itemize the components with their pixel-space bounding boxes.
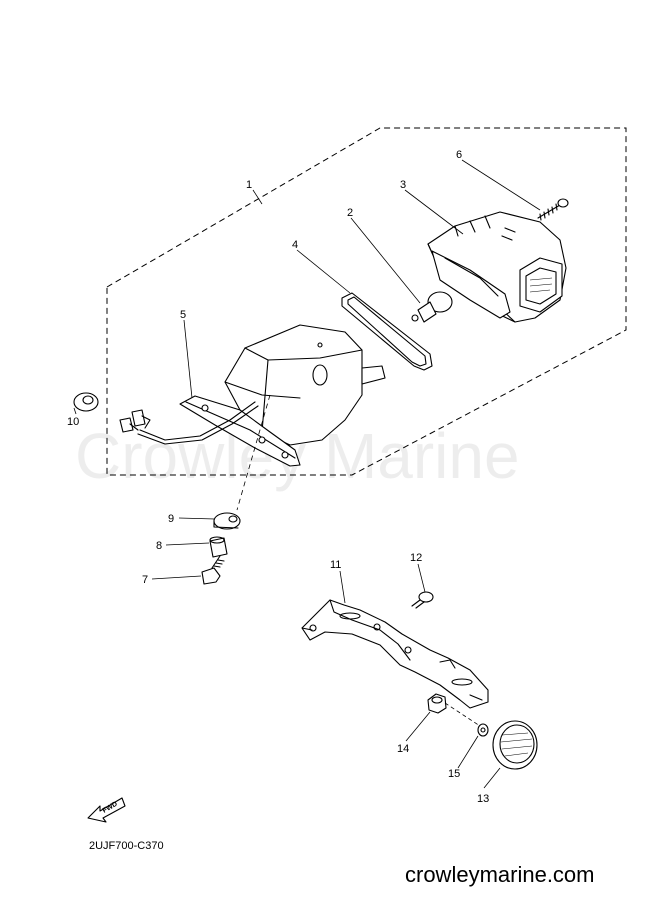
callout-15: 15 xyxy=(448,768,460,780)
callout-labels: 1 2 3 4 5 6 7 8 9 10 11 12 13 14 15 xyxy=(67,149,489,805)
drawing-code: 2UJF700-C370 xyxy=(89,840,164,852)
callout-12: 12 xyxy=(410,552,422,564)
washer-icon[interactable] xyxy=(477,723,489,737)
callout-5: 5 xyxy=(180,309,186,321)
bulb-icon[interactable] xyxy=(411,291,453,323)
collar-icon[interactable] xyxy=(209,536,228,558)
bolt-icon[interactable] xyxy=(411,591,434,609)
callout-10: 10 xyxy=(67,416,79,428)
fwd-arrow-icon: FWD xyxy=(87,797,126,823)
callout-6: 6 xyxy=(456,149,462,161)
assembly-boundary-outline xyxy=(106,127,627,476)
callout-4: 4 xyxy=(292,239,298,251)
callout-13: 13 xyxy=(477,793,489,805)
grommet-icon[interactable] xyxy=(213,512,241,530)
callout-8: 8 xyxy=(156,540,162,552)
nut-icon[interactable] xyxy=(427,693,447,714)
gasket-icon[interactable] xyxy=(341,292,433,371)
reflector-icon[interactable] xyxy=(492,720,538,770)
callout-9: 9 xyxy=(168,513,174,525)
bracket-icon[interactable] xyxy=(301,599,489,709)
callout-1: 1 xyxy=(246,179,252,191)
lamp-housing-icon[interactable] xyxy=(119,324,386,511)
callout-3: 3 xyxy=(400,179,406,191)
leader-lines xyxy=(73,159,541,789)
site-url: crowleymarine.com xyxy=(405,862,595,887)
bolt-icon[interactable] xyxy=(201,555,225,585)
callout-11: 11 xyxy=(330,559,341,571)
callout-7: 7 xyxy=(142,574,148,586)
callout-2: 2 xyxy=(347,207,353,219)
grommet-icon[interactable] xyxy=(73,392,99,412)
screw-icon[interactable] xyxy=(537,198,569,221)
lens-icon[interactable] xyxy=(427,211,567,323)
callout-14: 14 xyxy=(397,743,409,755)
